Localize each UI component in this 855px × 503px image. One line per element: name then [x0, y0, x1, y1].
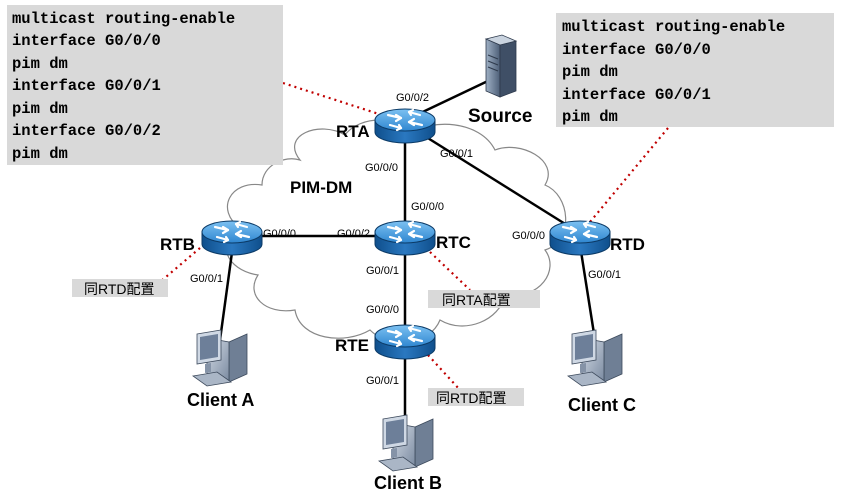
callout-line-rta [282, 81, 383, 117]
client-c-label: Client C [568, 395, 636, 415]
port-label-rtc-g002: G0/0/2 [337, 228, 370, 240]
router-label-rtb: RTB [160, 235, 195, 254]
note-rte: 同RTD配置 [436, 390, 507, 406]
callout-line-rtb [159, 247, 201, 283]
port-label-rtb-g001: G0/0/1 [190, 273, 223, 285]
router-label-rtd: RTD [610, 235, 645, 254]
note-rtb: 同RTD配置 [84, 281, 155, 297]
port-label-rta-g000: G0/0/0 [365, 162, 398, 174]
link-rtd-clientc [578, 244, 597, 341]
router-icon-rte [373, 323, 437, 361]
note-box-rte [428, 388, 524, 406]
config-box-right [556, 13, 834, 127]
port-label-rtb-g000: G0/0/0 [263, 228, 296, 240]
source-label: Source [468, 106, 532, 127]
note-box-rtb [72, 279, 168, 297]
port-label-rta-g001: G0/0/1 [440, 148, 473, 160]
computer-icon-client-c [567, 329, 623, 387]
computer-icon-client-b [378, 414, 434, 472]
config-box-right-text: multicast routing-enable interface G0/0/… [562, 18, 795, 126]
note-rtc: 同RTA配置 [442, 292, 511, 308]
router-icon-rtb [200, 219, 264, 257]
router-label-rtc: RTC [436, 233, 471, 252]
router-label-rta: RTA [336, 122, 370, 141]
link-rta-rtd [414, 128, 579, 234]
router-icon-rta [373, 107, 437, 145]
port-label-rte-g001: G0/0/1 [366, 375, 399, 387]
port-label-rta-g002: G0/0/2 [396, 92, 429, 104]
callout-line-rtd [589, 127, 669, 223]
client-a-label: Client A [187, 390, 254, 410]
router-icon-rtd [548, 219, 612, 257]
server-icon [484, 34, 518, 98]
port-label-rtc-g000: G0/0/0 [411, 201, 444, 213]
router-icon-rtc [373, 219, 437, 257]
client-b-label: Client B [374, 473, 442, 493]
note-box-rtc [428, 290, 540, 308]
callout-line-rte [427, 354, 461, 391]
link-rtb-clienta [218, 244, 235, 341]
port-label-rtd-g001: G0/0/1 [588, 269, 621, 281]
router-label-rte: RTE [335, 336, 369, 355]
config-box-left-text: multicast routing-enable interface G0/0/… [12, 10, 245, 163]
port-label-rtc-g001: G0/0/1 [366, 265, 399, 277]
computer-icon-client-a [192, 329, 248, 387]
port-label-rte-g000: G0/0/0 [366, 304, 399, 316]
cloud-label: PIM-DM [290, 178, 352, 197]
port-label-rtd-g000: G0/0/0 [512, 230, 545, 242]
config-box-left [7, 5, 283, 165]
